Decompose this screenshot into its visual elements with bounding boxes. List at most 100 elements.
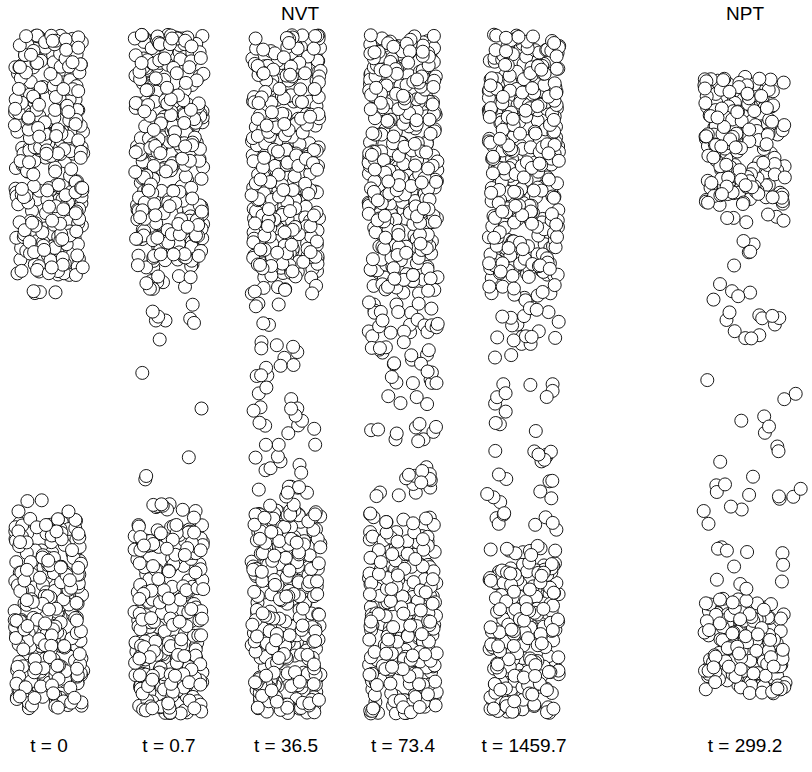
particle — [307, 42, 320, 55]
particle — [304, 246, 317, 259]
particle — [13, 61, 26, 74]
particle — [309, 438, 322, 451]
particle — [159, 165, 172, 178]
particle — [308, 83, 321, 96]
particle — [178, 650, 191, 663]
particle — [285, 238, 298, 251]
particle — [255, 369, 268, 382]
particle — [140, 84, 153, 97]
particle — [140, 470, 153, 483]
particle — [62, 105, 75, 118]
particle — [283, 564, 296, 577]
particle — [154, 147, 167, 160]
particle — [45, 261, 58, 274]
particle — [43, 200, 56, 213]
particle — [179, 76, 192, 89]
particle — [173, 615, 186, 628]
particle — [38, 243, 51, 256]
particle — [57, 83, 70, 96]
particle — [42, 554, 55, 567]
particle — [65, 163, 78, 176]
particle — [183, 676, 196, 689]
particle — [33, 98, 46, 111]
particle — [12, 505, 25, 518]
particle — [71, 662, 84, 675]
particle — [62, 505, 75, 518]
particle — [170, 519, 183, 532]
particle — [73, 648, 86, 661]
particle — [175, 633, 188, 646]
particle — [166, 32, 179, 45]
particle — [272, 652, 285, 665]
particle — [26, 216, 39, 229]
particle — [135, 28, 148, 41]
particle — [47, 687, 60, 700]
particle — [278, 226, 291, 239]
particle — [43, 603, 56, 616]
particle — [195, 629, 208, 642]
particle — [279, 283, 292, 296]
particle — [311, 588, 324, 601]
particle — [312, 557, 325, 570]
particle — [186, 298, 199, 311]
particle — [314, 541, 327, 554]
particle — [46, 34, 59, 47]
particle — [34, 571, 47, 584]
particle — [309, 635, 322, 648]
particle — [163, 200, 176, 213]
particle — [182, 451, 195, 464]
particle — [307, 209, 320, 222]
particle — [51, 659, 64, 672]
particle — [251, 630, 264, 643]
particle — [262, 203, 275, 216]
particle — [20, 594, 33, 607]
particle — [309, 30, 322, 43]
particle — [264, 499, 277, 512]
particle — [254, 258, 267, 271]
particle — [270, 634, 283, 647]
particle — [137, 539, 150, 552]
particle — [66, 544, 79, 557]
particle — [255, 565, 268, 578]
particle — [21, 620, 34, 633]
particle — [271, 246, 284, 259]
particle — [70, 614, 83, 627]
particle — [257, 43, 270, 56]
particle — [299, 67, 312, 80]
particle — [54, 561, 67, 574]
particle — [294, 83, 307, 96]
particle — [40, 147, 53, 160]
particle — [162, 697, 175, 710]
particle — [271, 145, 284, 158]
particle — [15, 182, 28, 195]
particle — [33, 130, 46, 143]
particle — [252, 483, 265, 496]
particle — [12, 82, 25, 95]
particle — [27, 285, 40, 298]
particle — [176, 503, 189, 516]
particle — [9, 102, 22, 115]
particle — [136, 366, 149, 379]
particle — [197, 583, 210, 596]
particle — [164, 93, 177, 106]
particle — [308, 658, 321, 671]
particle — [69, 118, 82, 131]
particle — [135, 57, 148, 70]
particle — [146, 673, 159, 686]
particle — [154, 248, 167, 261]
particle — [20, 30, 33, 43]
particle — [161, 81, 174, 94]
particle — [260, 119, 273, 132]
particle — [14, 536, 27, 549]
particle — [133, 592, 146, 605]
particle — [130, 232, 143, 245]
particle — [71, 249, 84, 262]
particle — [302, 187, 315, 200]
particle — [274, 359, 287, 372]
particle — [52, 147, 65, 160]
particle — [185, 40, 198, 53]
particle — [253, 532, 266, 545]
particle — [152, 270, 165, 283]
particle — [249, 451, 262, 464]
